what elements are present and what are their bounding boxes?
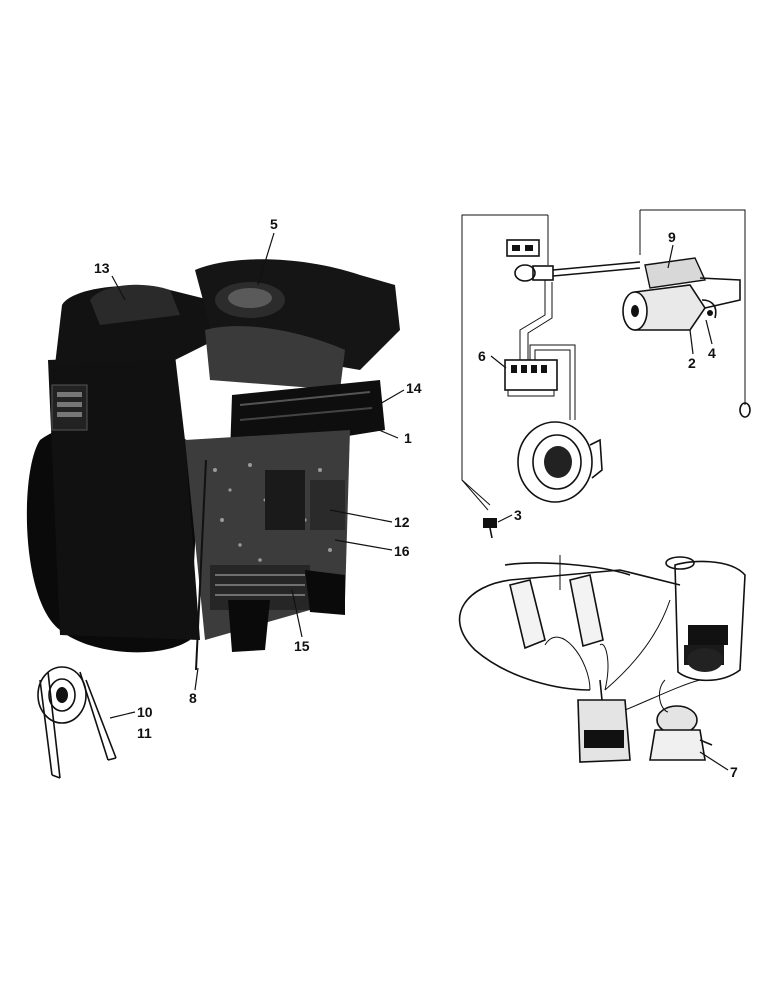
callout-6: 6 bbox=[478, 348, 486, 364]
electrical-system bbox=[461, 209, 751, 539]
pulley-and-belts bbox=[37, 666, 117, 779]
callout-16: 16 bbox=[394, 543, 410, 559]
callout-4: 4 bbox=[708, 345, 716, 361]
callout-1: 1 bbox=[404, 430, 412, 446]
callout-8: 8 bbox=[189, 690, 197, 706]
leader-lines bbox=[109, 232, 729, 771]
callout-3: 3 bbox=[514, 507, 522, 523]
callout-9: 9 bbox=[668, 229, 676, 245]
engine-illustration bbox=[26, 259, 400, 671]
callout-11: 11 bbox=[137, 725, 152, 741]
callout-12: 12 bbox=[394, 514, 410, 530]
callout-15: 15 bbox=[294, 638, 310, 654]
callout-5: 5 bbox=[270, 216, 278, 232]
callouts: 1 2 3 4 5 6 7 8 9 10 11 12 13 14 15 16 bbox=[94, 216, 738, 780]
callout-14: 14 bbox=[406, 380, 422, 396]
callout-13: 13 bbox=[94, 260, 110, 276]
callout-7: 7 bbox=[730, 764, 738, 780]
callout-2: 2 bbox=[688, 355, 696, 371]
fuel-system bbox=[458, 555, 746, 763]
callout-10: 10 bbox=[137, 704, 153, 720]
